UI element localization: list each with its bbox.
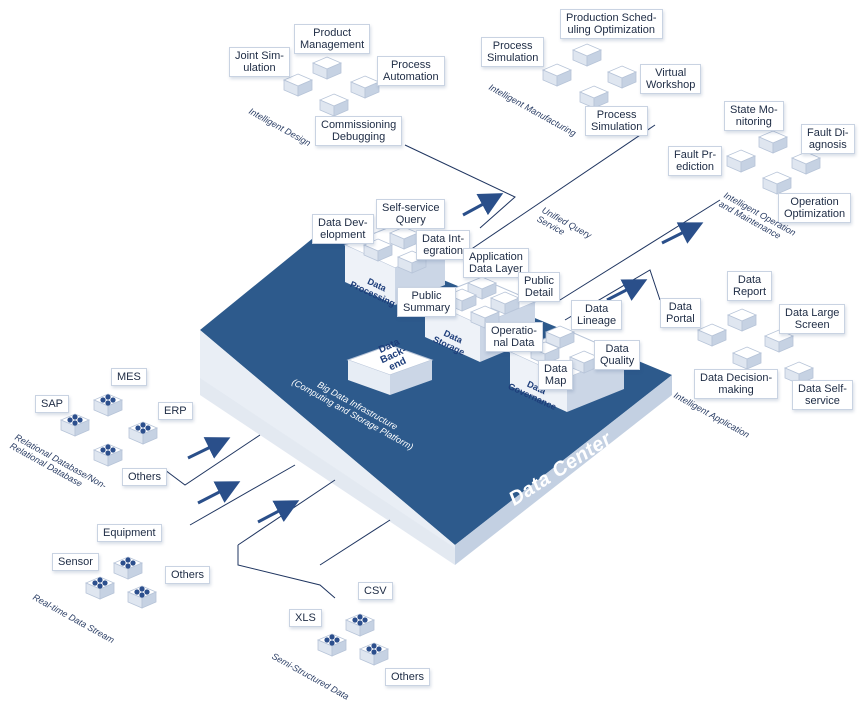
output-label-process-simulation-1: Process Simulation (481, 37, 545, 67)
output-label-data-report: Data Report (727, 271, 773, 301)
output-label-virtual-workshop: Virtual Workshop (640, 64, 702, 94)
source-label-equipment: Equipment (97, 524, 162, 542)
output-label-state-monitoring: State Mo- nitoring (724, 101, 784, 131)
flow-arrows (187, 193, 704, 524)
source-label-xls: XLS (289, 609, 322, 627)
source-label-realtime-others: Others (165, 566, 211, 584)
output-label-process-simulation-2: Process Simulation (585, 106, 649, 136)
module-label-public-detail: Public Detail (518, 272, 560, 302)
output-label-joint-simulation: Joint Sim- ulation (229, 47, 290, 77)
source-label-sap: SAP (35, 395, 70, 413)
platform-front-lower (200, 378, 455, 565)
module-label-self-service-query: Self-service Query (376, 199, 446, 229)
output-label-production-scheduling: Production Sched- uling Optimization (560, 9, 663, 39)
source-label-erp: ERP (158, 402, 193, 420)
output-label-data-decision-making: Data Decision- making (694, 369, 779, 399)
source-label-sensor: Sensor (52, 553, 99, 571)
platform-side (455, 375, 672, 565)
module-label-data-development: Data Dev- elopment (312, 214, 374, 244)
output-label-data-self-service: Data Self- service (792, 380, 853, 410)
source-label-csv: CSV (358, 582, 393, 600)
module-label-data-map: Data Map (538, 360, 574, 390)
platform-top (200, 230, 672, 545)
module-label-public-summary: Public Summary (397, 287, 457, 317)
backend-box (346, 344, 434, 395)
module-label-data-quality: Data Quality (594, 340, 641, 370)
source-label-semi-others: Others (385, 668, 431, 686)
source-label-relational-others: Others (122, 468, 168, 486)
output-label-data-large-screen: Data Large Screen (779, 304, 846, 334)
output-label-operation-optimization: Operation Optimization (778, 193, 852, 223)
output-label-fault-diagnosis: Fault Di- agnosis (801, 124, 855, 154)
module-label-operational-data: Operatio- nal Data (485, 322, 543, 352)
output-label-product-management: Product Management (294, 24, 371, 54)
output-label-fault-prediction: Fault Pr- ediction (668, 146, 723, 176)
module-label-data-integration: Data Int- egration (416, 230, 471, 260)
module-label-data-lineage: Data Lineage (571, 300, 623, 330)
output-label-data-portal: Data Portal (660, 298, 701, 328)
module-label-application-data-layer: Application Data Layer (463, 248, 529, 278)
source-label-mes: MES (111, 368, 147, 386)
output-label-commissioning-debugging: Commissioning Debugging (315, 116, 403, 146)
output-label-process-automation: Process Automation (377, 56, 445, 86)
